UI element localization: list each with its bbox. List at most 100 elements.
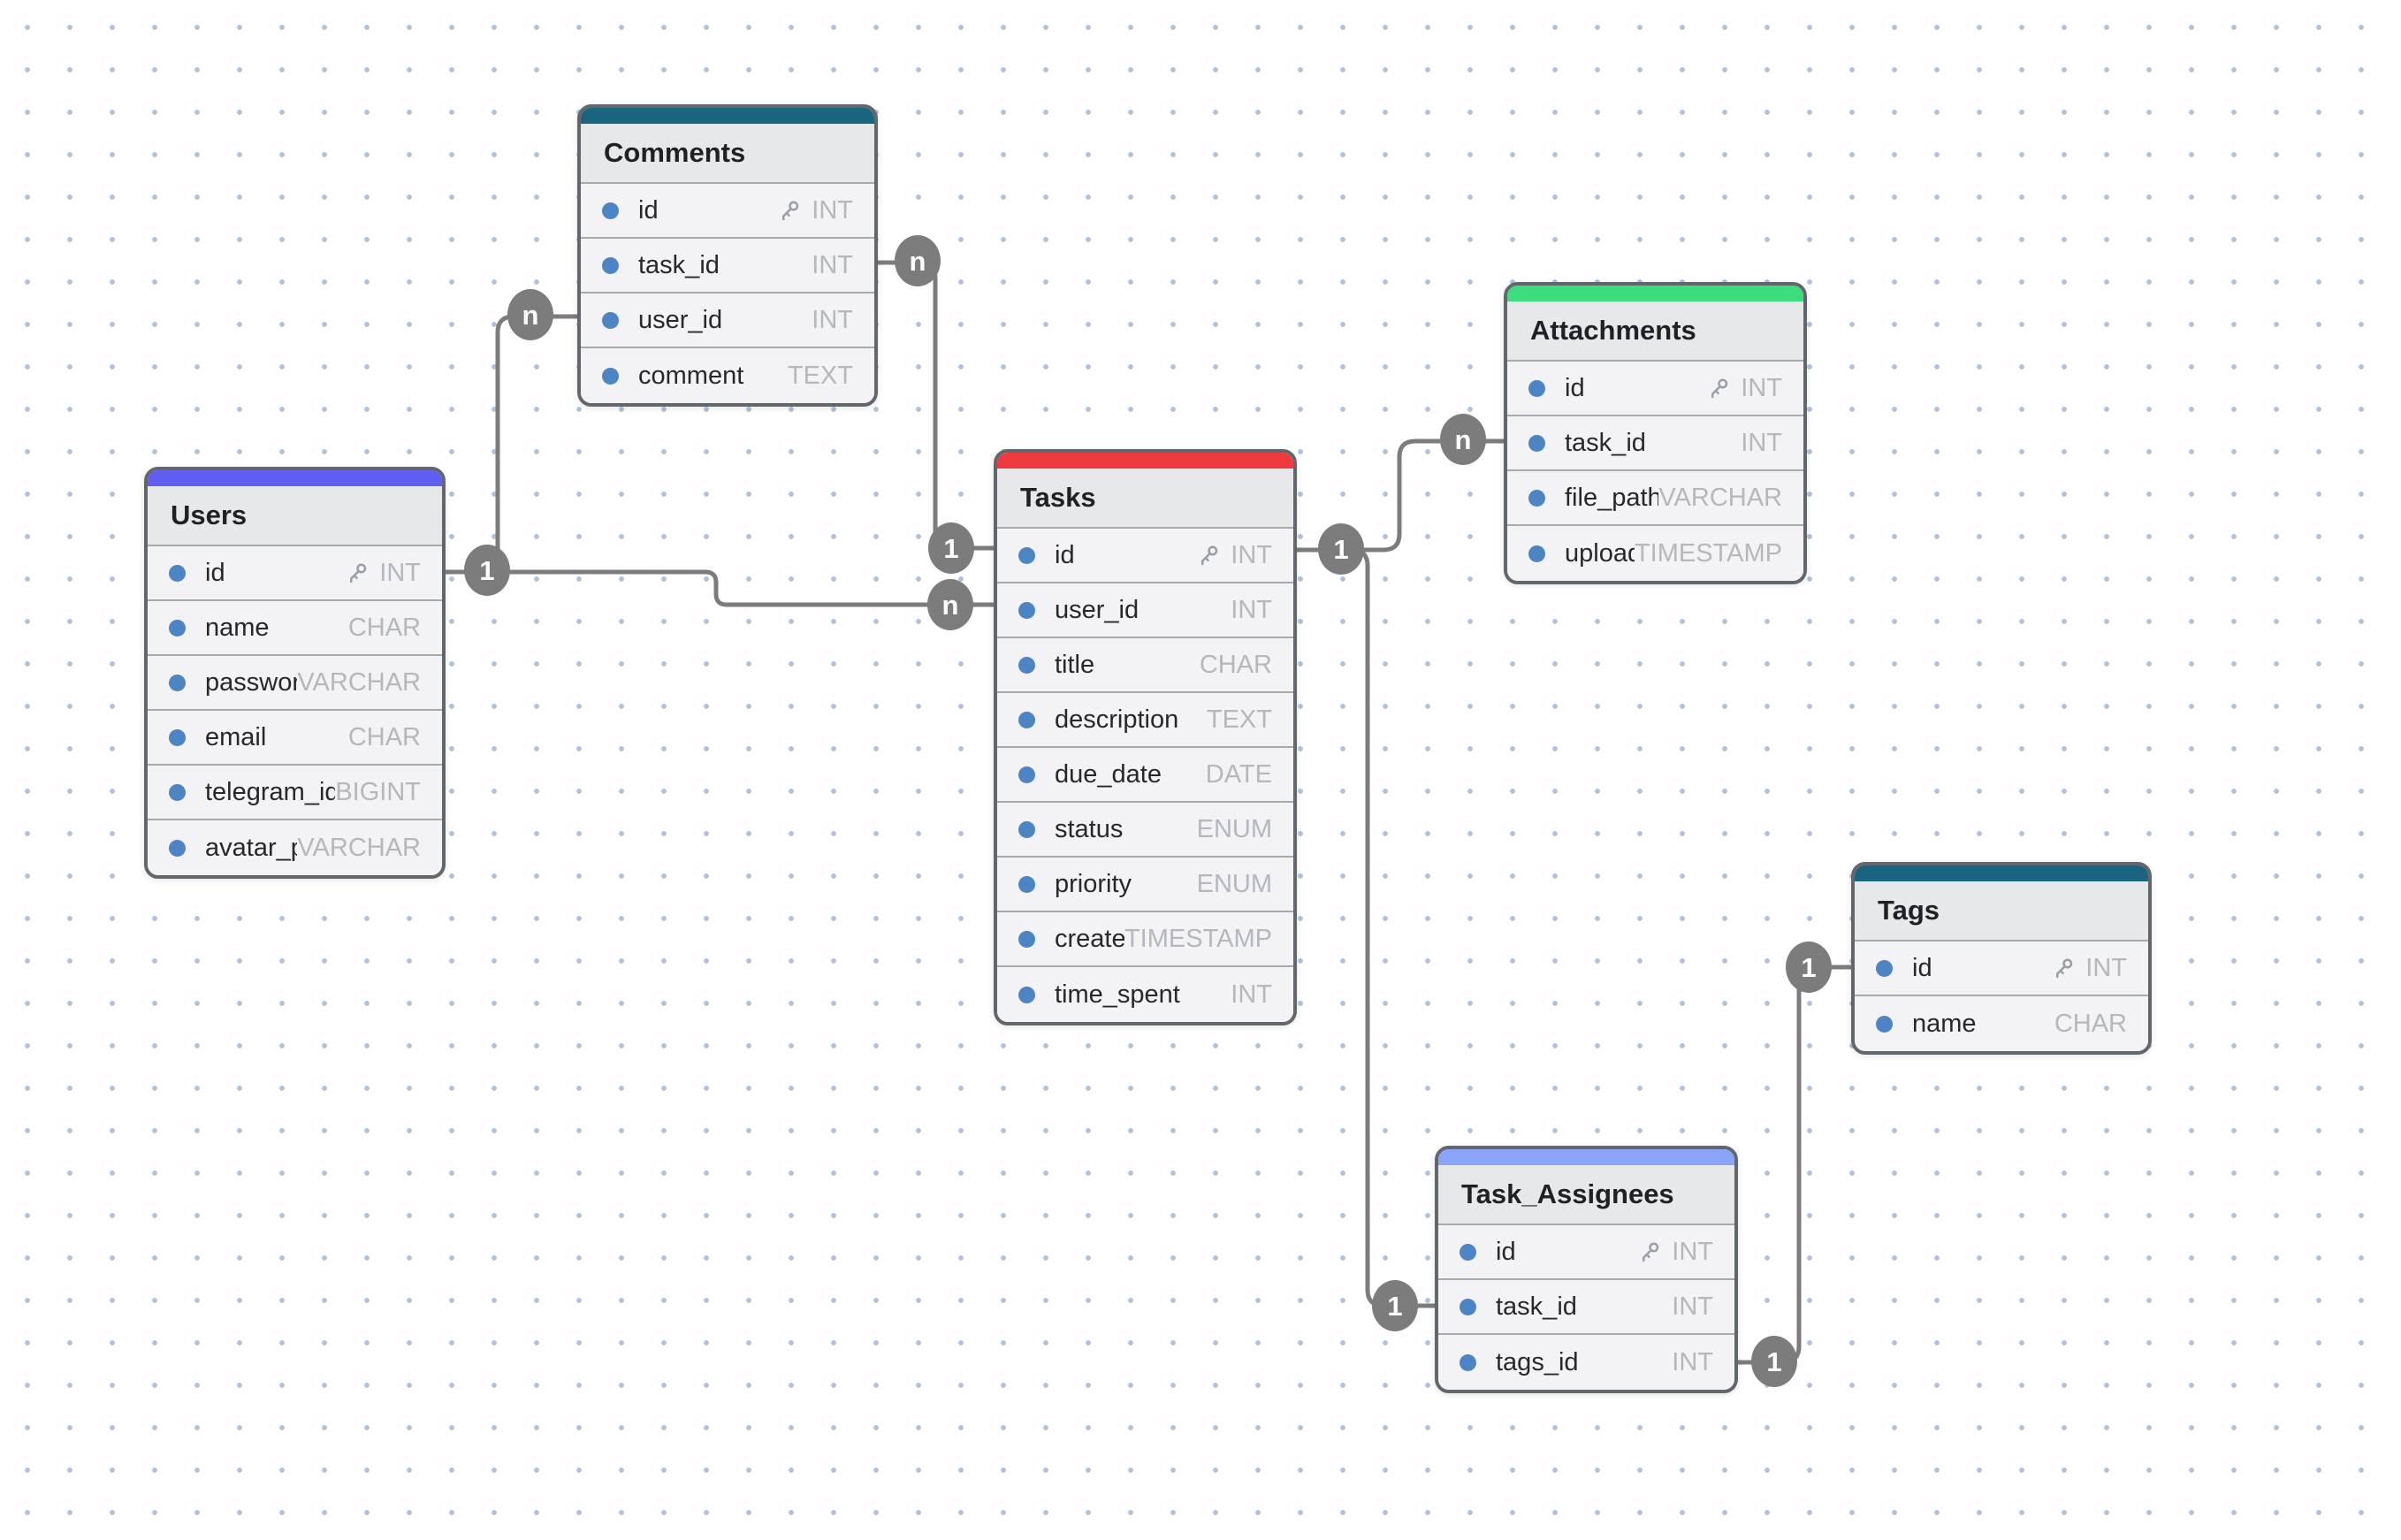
field-row-task_assignees-tags_id[interactable]: tags_id INT	[1438, 1335, 1734, 1390]
field-type: CHAR	[348, 614, 421, 643]
field-type: INT	[1637, 1238, 1713, 1267]
field-name: avatar_pa...	[205, 833, 297, 862]
field-dot-icon	[169, 564, 186, 582]
field-name: id	[1055, 540, 1075, 569]
cardinality-badge-label: n	[910, 246, 926, 277]
field-name: id	[205, 558, 225, 587]
table-title: Users	[148, 486, 442, 546]
field-name: file_path	[1565, 483, 1659, 512]
field-type-label: INT	[1741, 373, 1782, 402]
field-name: user_id	[1055, 595, 1140, 624]
relationship-tasks-task-assignees[interactable]	[1297, 547, 1435, 1308]
relationship-task-assignees-tags[interactable]	[1738, 964, 1851, 1365]
cardinality-badge-label: 1	[1766, 1346, 1781, 1377]
cardinality-badge	[464, 545, 510, 596]
field-row-users-avatar_pa[interactable]: avatar_pa...VARCHAR	[148, 820, 442, 875]
field-dot-icon	[1876, 1015, 1893, 1033]
cardinality-badge-label: n	[1455, 424, 1472, 455]
relationship-tasks-attachments[interactable]	[1297, 438, 1504, 553]
table-accent-bar	[581, 108, 874, 124]
field-type-label: TIMESTAMP	[1634, 538, 1782, 568]
field-type: CHAR	[1200, 651, 1272, 680]
field-name: time_spent	[1055, 980, 1180, 1009]
relationship-users-tasks[interactable]	[446, 569, 994, 607]
field-name: name	[205, 613, 270, 642]
field-name: due_date	[1055, 759, 1162, 789]
field-type: VARCHAR	[297, 668, 421, 698]
field-dot-icon	[1018, 601, 1035, 619]
field-row-attachments-upload[interactable]: upload...TIMESTAMP	[1507, 526, 1803, 581]
field-dot-icon	[1018, 930, 1035, 948]
table-users[interactable]: UsersidINTnameCHARpasswordVARCHARemailCH…	[144, 467, 446, 879]
field-dot-icon	[169, 728, 186, 746]
field-row-task_assignees-id[interactable]: id INT	[1438, 1225, 1734, 1280]
relationship-users-comments[interactable]	[446, 314, 577, 575]
field-name: tags_id	[1496, 1347, 1579, 1376]
table-title: Comments	[581, 124, 874, 184]
field-name: password	[205, 667, 297, 697]
field-name: id	[1496, 1237, 1516, 1266]
field-dot-icon	[1876, 959, 1893, 977]
field-type-label: INT	[812, 250, 853, 279]
field-type: TEXT	[788, 362, 853, 391]
table-title: Tasks	[997, 469, 1293, 529]
field-type-label: INT	[812, 195, 853, 225]
table-accent-bar	[997, 453, 1293, 469]
field-type: INT	[1741, 429, 1782, 458]
field-type: INT	[1672, 1348, 1713, 1377]
field-row-users-name[interactable]: name CHAR	[148, 601, 442, 656]
cardinality-badge	[895, 235, 941, 286]
field-name: description	[1055, 705, 1179, 734]
field-type-label: TIMESTAMP	[1124, 924, 1272, 953]
field-type: INT	[1231, 596, 1272, 625]
field-row-users-id[interactable]: id INT	[148, 546, 442, 601]
field-dot-icon	[1460, 1353, 1476, 1371]
cardinality-badge-label: n	[522, 300, 539, 331]
field-type-label: INT	[1231, 980, 1272, 1009]
field-row-tasks-time_spent[interactable]: time_spent INT	[997, 967, 1293, 1022]
field-dot-icon	[169, 783, 186, 801]
relationship-comments-tasks[interactable]	[878, 260, 994, 551]
field-row-users-password[interactable]: passwordVARCHAR	[148, 656, 442, 711]
field-row-tasks-created[interactable]: created...TIMESTAMP	[997, 912, 1293, 967]
field-row-tasks-user_id[interactable]: user_id INT	[997, 583, 1293, 638]
cardinality-badge	[1318, 523, 1364, 575]
field-dot-icon	[602, 311, 619, 329]
field-type: INT	[1706, 374, 1782, 403]
cardinality-badge-label: 1	[479, 555, 494, 586]
field-type-label: CHAR	[1199, 650, 1272, 679]
field-dot-icon	[1018, 820, 1035, 838]
field-dot-icon	[602, 256, 619, 274]
field-type-label: INT	[1231, 595, 1272, 624]
cardinality-badge-label: 1	[1333, 534, 1348, 565]
field-row-comments-comment[interactable]: comment TEXT	[581, 348, 874, 403]
field-row-tasks-title[interactable]: title CHAR	[997, 638, 1293, 693]
field-type: INT	[345, 559, 421, 588]
field-name: created...	[1055, 924, 1124, 953]
field-name: title	[1055, 650, 1095, 679]
field-type-label: CHAR	[2054, 1009, 2127, 1038]
field-name: comment	[638, 361, 744, 390]
